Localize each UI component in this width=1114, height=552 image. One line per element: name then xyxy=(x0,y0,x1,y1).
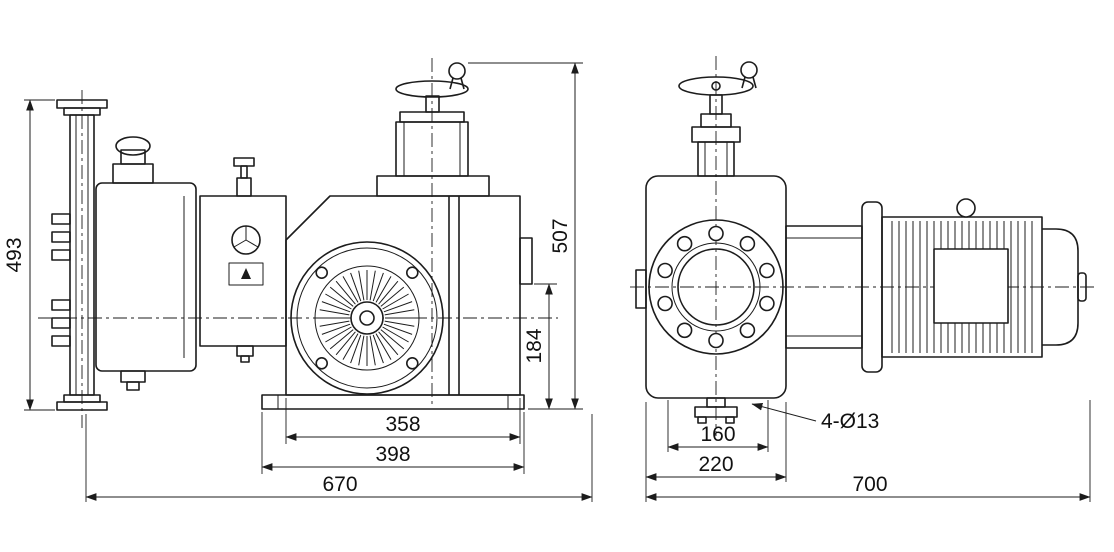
flange-bolt-hole xyxy=(405,356,419,370)
dim-bolt-spacing: 160 xyxy=(667,400,769,452)
nameplate-logo xyxy=(241,268,251,279)
dim-label-220: 220 xyxy=(698,453,733,476)
flange-bore xyxy=(677,248,755,326)
motor-body xyxy=(881,216,1043,358)
dim-housing-width: 358 xyxy=(285,398,521,444)
dim-front-overall-width: 700 xyxy=(645,400,1091,502)
side-view: 493 507 184 358 398 xyxy=(3,58,593,502)
relief-valve-cap xyxy=(115,136,151,156)
dim-port-height: 184 xyxy=(523,283,557,410)
dim-label-507: 507 xyxy=(549,218,572,253)
dim-front-base-width: 220 xyxy=(645,402,787,502)
motor-lifting-eye xyxy=(956,198,976,218)
valve-column xyxy=(51,99,108,411)
drive-mount-side xyxy=(376,62,490,197)
handwheel xyxy=(395,80,469,98)
motor-cooling-fins xyxy=(891,221,1033,353)
pump-body-front xyxy=(635,175,787,399)
lifting-eye xyxy=(740,61,758,79)
motor-nameplate xyxy=(933,248,1009,324)
diaphragm-flange xyxy=(290,241,444,395)
flange-bolt-hole xyxy=(405,266,419,280)
dim-overall-height: 507 xyxy=(468,62,583,410)
dim-valve-height: 493 xyxy=(3,99,55,411)
front-view: 4-Ø13 160 220 700 xyxy=(630,56,1094,502)
bottom-flange-front xyxy=(694,397,738,424)
motor-shaft-cover xyxy=(1077,272,1087,302)
base-plate-side xyxy=(261,394,525,410)
lifting-eye xyxy=(448,62,466,80)
mounting-holes-callout: 4-Ø13 xyxy=(751,402,879,433)
dim-label-160: 160 xyxy=(700,423,735,446)
front-flange xyxy=(648,219,784,355)
dim-label-358: 358 xyxy=(385,413,420,436)
nameplate xyxy=(228,262,264,286)
mounting-holes-label: 4-Ø13 xyxy=(821,410,879,433)
dim-label-398: 398 xyxy=(375,443,410,466)
hydraulic-end xyxy=(199,157,287,363)
dim-base-width: 398 xyxy=(261,412,525,474)
side-port xyxy=(519,237,533,285)
dim-label-670: 670 xyxy=(322,473,357,496)
dim-label-700: 700 xyxy=(852,473,887,496)
dim-label-493: 493 xyxy=(3,237,26,272)
front-flange-bolt-holes xyxy=(657,225,775,349)
side-port-front xyxy=(635,269,647,309)
diaphragm-starburst xyxy=(319,270,415,366)
pump-head xyxy=(95,136,197,391)
dim-label-184: 184 xyxy=(523,328,546,363)
motor xyxy=(785,198,1087,373)
dim-side-overall-width: 670 xyxy=(85,414,593,502)
flange-bolt-hole xyxy=(315,356,329,370)
flange-bolt-hole xyxy=(315,266,329,280)
